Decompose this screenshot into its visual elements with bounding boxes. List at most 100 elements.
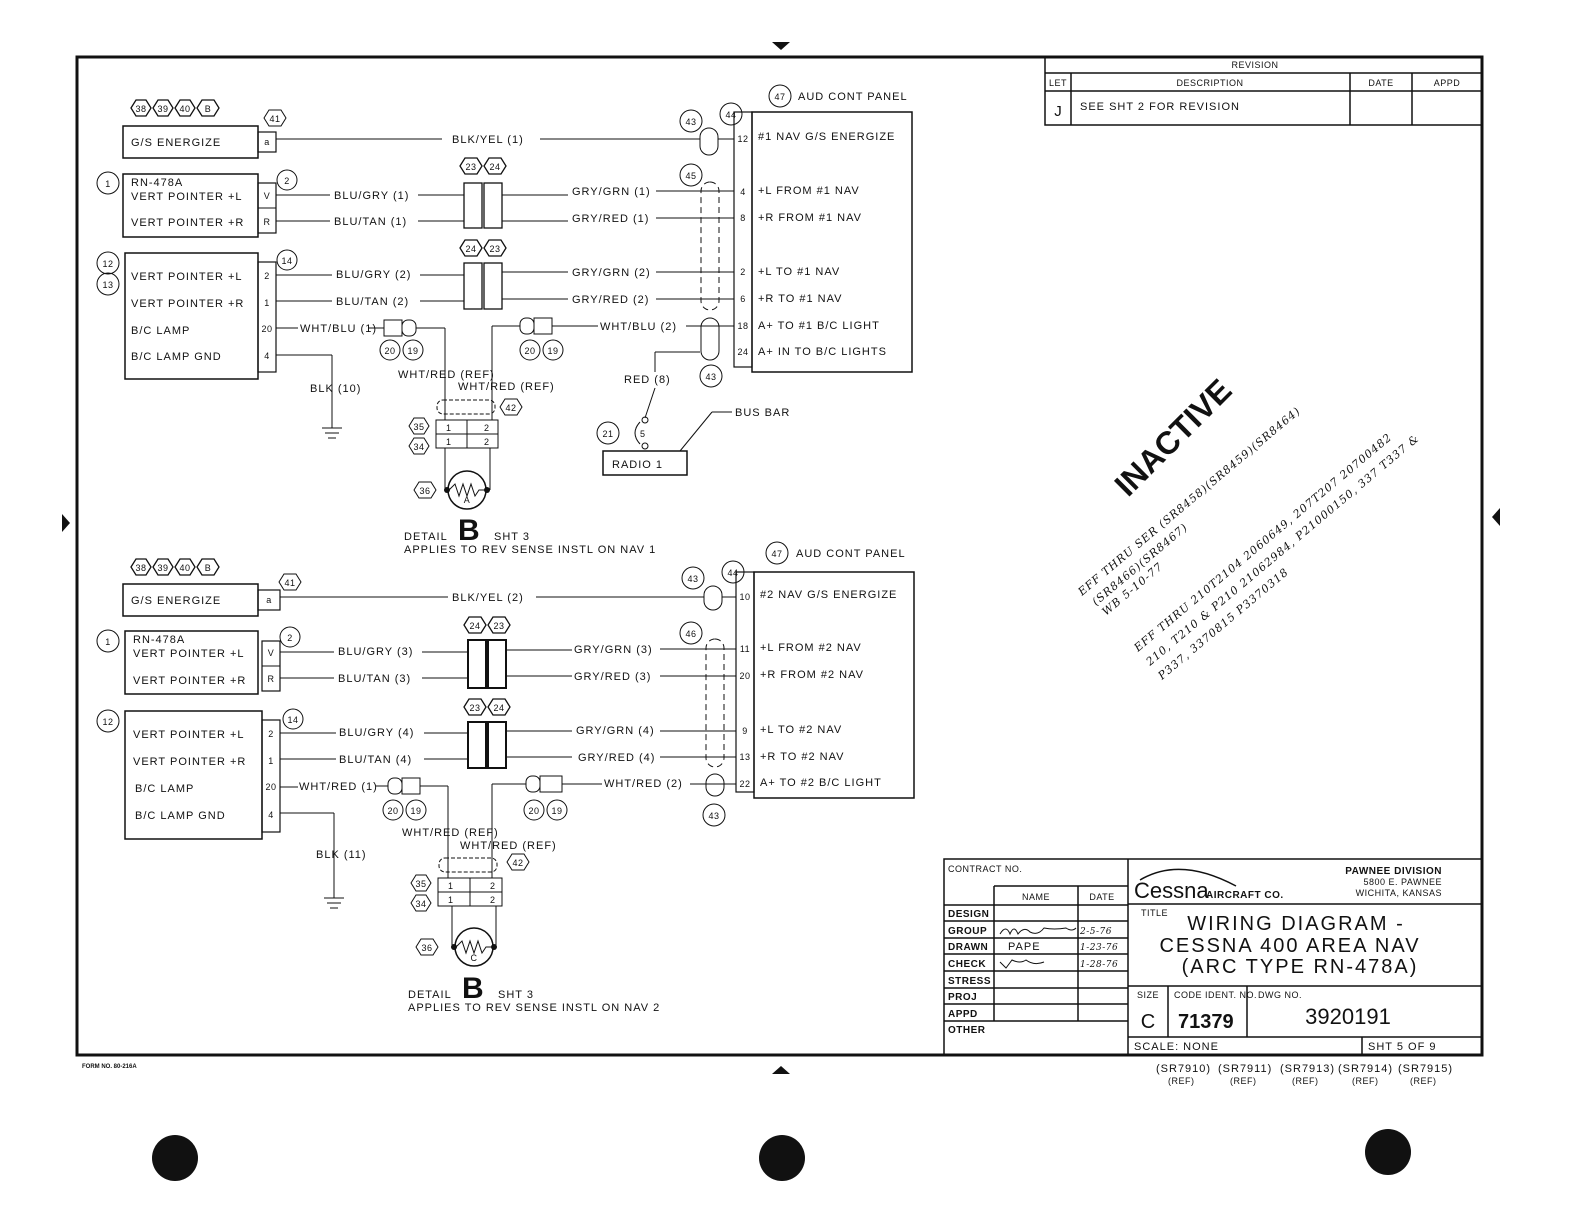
nav1-conn-pin2a: 2 [484, 423, 490, 433]
nav2-wire-blu-gry-3: BLU/GRY (3) [338, 646, 413, 658]
tb-row-group: GROUP [948, 926, 987, 937]
nav2-panel-pin6: 22 [739, 779, 750, 789]
nav2-ref-b: B [205, 563, 212, 573]
nav1-panel-row5: +R TO #1 NAV [758, 293, 842, 305]
tb-division: PAWNEE DIVISION [1345, 866, 1442, 877]
nav1-wire-gry-grn-1: GRY/GRN (1) [572, 186, 651, 198]
nav2-panel-pin3: 20 [739, 671, 750, 681]
nav1-wire-gry-grn-2: GRY/GRN (2) [572, 267, 651, 279]
nav1-panel-row4: +L TO #1 NAV [758, 266, 840, 278]
cessna-suffix: AIRCRAFT CO. [1206, 890, 1284, 901]
nav2-wire-wht-red-ref-b: WHT/RED (REF) [460, 840, 557, 852]
nav2-ref-35: 35 [415, 879, 426, 889]
revision-description: SEE SHT 2 FOR REVISION [1080, 101, 1240, 113]
nav2-box3-row3: B/C LAMP [135, 783, 194, 795]
tb-code-ident: 71379 [1178, 1011, 1234, 1033]
tb-col-date: DATE [1089, 892, 1114, 902]
nav2-circuit: 38 39 40 B G/S ENERGIZE a 41 BLK/YEL (2)… [96, 541, 915, 1014]
revision-block [1044, 56, 1483, 126]
nav2-panel-title: AUD CONT PANEL [796, 548, 906, 560]
nav1-radio-pin: 5 [640, 429, 646, 439]
nav1-ref-44: 44 [725, 110, 736, 120]
nav2-ref-42: 42 [512, 858, 523, 868]
nav2-pin-v: V [268, 648, 275, 658]
nav2-box3-pin2: 1 [268, 756, 274, 766]
nav2-box3-row1: VERT POINTER +L [133, 729, 245, 741]
ref-tag-1: (REF) [1168, 1076, 1195, 1086]
nav2-panel-pin1: 10 [739, 592, 750, 602]
nav1-ref-38: 38 [135, 104, 146, 114]
revision-letter: J [1054, 103, 1062, 120]
nav2-ref-2: 2 [287, 633, 293, 643]
revision-col-let: LET [1049, 78, 1067, 88]
ref-serial-1: (SR7910) [1156, 1063, 1211, 1075]
nav1-panel-row7: A+ IN TO B/C LIGHTS [758, 346, 887, 358]
nav2-ref-14: 14 [287, 715, 298, 725]
nav1-panel-pin1: 12 [737, 134, 748, 144]
nav2-ref-40: 40 [179, 563, 190, 573]
nav1-wire-blu-tan-2: BLU/TAN (2) [336, 296, 409, 308]
nav1-ref-24b: 24 [465, 244, 476, 254]
nav2-conn-pin1a: 1 [448, 881, 454, 891]
signature-check [999, 959, 1045, 969]
tb-title-line1: WIRING DIAGRAM - [1187, 913, 1405, 935]
signature-group [999, 927, 1077, 936]
nav1-conn-pin1b: 1 [446, 437, 452, 447]
nav1-detail-letter: B [458, 514, 480, 547]
nav1-ref-41: 41 [269, 114, 280, 124]
tb-dwg-no: 3920191 [1305, 1004, 1391, 1029]
nav2-panel-row5: +R TO #2 NAV [760, 751, 844, 763]
nav2-detail-sheet: SHT 3 [498, 989, 534, 1001]
nav2-ref-20a: 20 [387, 806, 398, 816]
nav2-ref-43b: 43 [708, 811, 719, 821]
nav2-ref-41: 41 [284, 578, 295, 588]
nav1-panel-row2: +L FROM #1 NAV [758, 185, 860, 197]
nav1-ref-2: 2 [284, 176, 290, 186]
revision-col-appd: APPD [1434, 78, 1461, 88]
nav2-ref-19a: 19 [410, 806, 421, 816]
tb-title-line3: (ARC TYPE RN-478A) [1182, 956, 1419, 978]
nav1-box3-pin1: 2 [264, 271, 270, 281]
tb-row-appd: APPD [948, 1009, 978, 1020]
nav2-wire-blk: BLK (11) [316, 849, 367, 861]
nav1-box3-row2: VERT POINTER +R [131, 298, 244, 310]
nav1-panel-pin2: 4 [740, 187, 746, 197]
nav2-ref-19b: 19 [551, 806, 562, 816]
nav2-wire-wht-red-2: WHT/RED (2) [604, 778, 683, 790]
nav1-box3-pin3: 20 [261, 324, 272, 334]
revision-col-date: DATE [1368, 78, 1393, 88]
nav2-wire-gry-grn-3: GRY/GRN (3) [574, 644, 653, 656]
nav2-pin-r: R [268, 674, 275, 684]
revision-header: REVISION [1231, 60, 1278, 70]
nav1-ref-12: 12 [102, 259, 113, 269]
tb-date-drawn: 1-23-76 [1080, 943, 1118, 953]
nav2-panel-pin5: 13 [739, 752, 750, 762]
nav1-panel-pin5: 6 [740, 294, 746, 304]
nav1-ref-23a: 23 [465, 162, 476, 172]
nav2-ref-44: 44 [727, 568, 738, 578]
nav1-ref-14: 14 [281, 256, 292, 266]
tb-address1: 5800 E. PAWNEE [1363, 877, 1442, 887]
nav1-ref-45: 45 [685, 171, 696, 181]
nav1-wire-blk: BLK (10) [310, 383, 361, 395]
nav1-pin-r: R [264, 217, 271, 227]
tb-code-ident-label: CODE IDENT. NO. [1174, 990, 1257, 1000]
nav1-panel-pin6: 18 [737, 321, 748, 331]
nav1-wire-wht-blu-2: WHT/BLU (2) [600, 321, 677, 333]
nav2-ref-23b: 23 [469, 703, 480, 713]
tb-date-group: 2-5-76 [1079, 927, 1112, 937]
nav1-panel-title: AUD CONT PANEL [798, 91, 908, 103]
sheet-border [75, 55, 1484, 1057]
nav2-wire-gry-red-3: GRY/RED (3) [574, 671, 651, 683]
nav1-rn-label: RN-478A [131, 177, 183, 189]
revision-col-description: DESCRIPTION [1176, 78, 1243, 88]
nav1-ref-20a: 20 [384, 346, 395, 356]
nav1-lamp-letter: A [464, 495, 471, 505]
nav2-panel-row6: A+ TO #2 B/C LIGHT [760, 777, 882, 789]
nav1-ref-b: B [205, 104, 212, 114]
nav2-ref-23a: 23 [493, 621, 504, 631]
nav2-wire-blu-tan-4: BLU/TAN (4) [339, 754, 412, 766]
nav2-wire-gs: BLK/YEL (2) [452, 592, 524, 604]
contract-no-label: CONTRACT NO. [948, 864, 1022, 874]
ref-tag-2: (REF) [1230, 1076, 1257, 1086]
